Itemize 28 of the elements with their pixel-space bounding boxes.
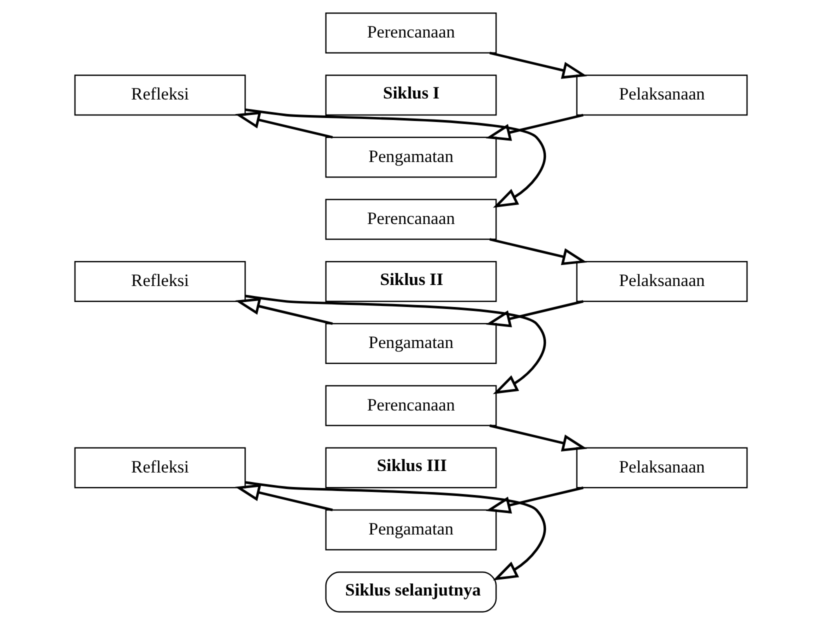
node-box: Siklus III bbox=[324, 447, 496, 488]
node-box: Pengamatan bbox=[324, 323, 496, 364]
node-box: Pelaksanaan bbox=[576, 74, 748, 116]
arrow bbox=[485, 114, 584, 141]
node-box: Pengamatan bbox=[324, 136, 496, 178]
node-box: Refleksi bbox=[74, 260, 246, 302]
node-box: Pengamatan bbox=[324, 509, 496, 550]
arrow bbox=[244, 481, 546, 580]
node-box: Refleksi bbox=[74, 74, 246, 116]
arrow bbox=[234, 484, 332, 512]
node-box: Refleksi bbox=[74, 447, 246, 488]
arrow bbox=[244, 108, 546, 208]
node-box: Pelaksanaan bbox=[576, 447, 748, 488]
node-box: Pelaksanaan bbox=[576, 260, 748, 302]
node-box: Siklus selanjutnya bbox=[324, 572, 496, 612]
node-box: Perencanaan bbox=[324, 198, 496, 240]
arrow bbox=[488, 238, 587, 266]
arrow bbox=[488, 424, 587, 452]
arrow bbox=[485, 300, 584, 328]
arrow bbox=[485, 486, 584, 514]
node-box: Siklus II bbox=[324, 260, 496, 302]
node-box: Perencanaan bbox=[324, 12, 496, 54]
node-box: Siklus I bbox=[324, 74, 496, 116]
arrow bbox=[234, 298, 332, 325]
node-box: Perencanaan bbox=[324, 385, 496, 426]
arrow bbox=[488, 52, 587, 79]
arrow bbox=[244, 294, 546, 394]
arrow bbox=[234, 111, 332, 139]
